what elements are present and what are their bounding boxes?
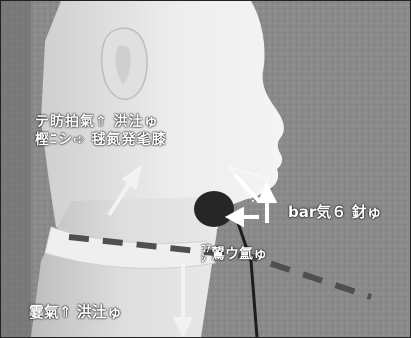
label-upper-line2: 樫ﾆシ➪ 毬氮発毟膝 xyxy=(35,132,167,150)
sensor-pad xyxy=(194,191,234,227)
label-mid: ｺｱ ｼ 鶦ウ氲ゅ xyxy=(201,245,267,265)
label-upper-line1: テ眆拍氣⇑ 洪汢ゅ xyxy=(35,114,167,132)
label-upper: テ眆拍氣⇑ 洪汢ゅ 樫ﾆシ➪ 毬氮発毟膝 xyxy=(35,114,167,149)
label-mid-prefix-2: ｼ xyxy=(201,255,211,265)
label-mid-main: 鶦ウ氲ゅ xyxy=(211,246,267,262)
label-pressure: bar気６ 釮ゅ xyxy=(288,203,381,222)
left-shadow xyxy=(1,1,31,337)
label-lower: 霎氣⇑ 洪汢ゅ xyxy=(29,303,122,322)
